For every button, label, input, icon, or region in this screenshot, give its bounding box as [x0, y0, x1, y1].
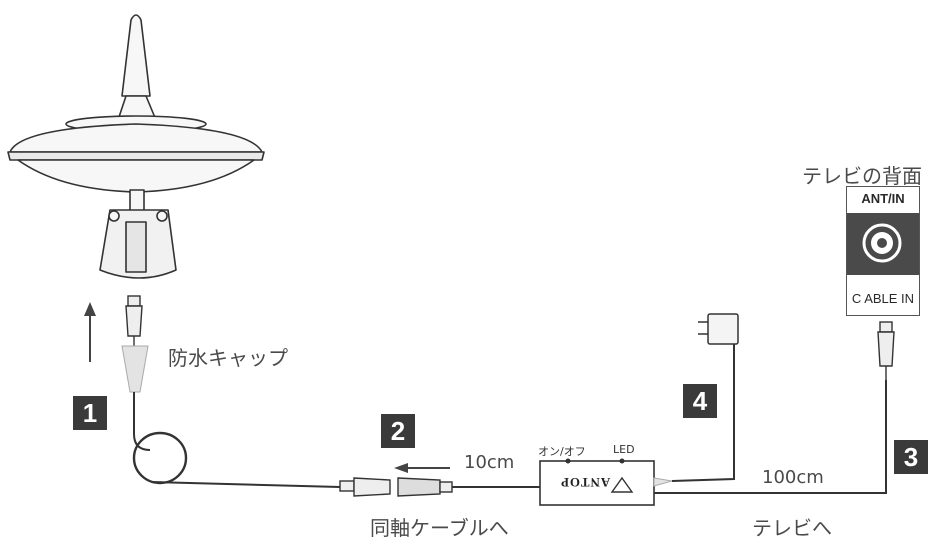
amplifier-box: [539, 458, 655, 506]
to-coax-label: 同軸ケーブルへ: [370, 516, 509, 540]
switch-label: オン/オフ: [538, 445, 586, 458]
left-arrow-icon: [394, 463, 450, 473]
f-connector-tv: [877, 321, 895, 380]
up-arrow-icon: [84, 302, 96, 362]
tv-cable: [654, 380, 887, 494]
power-adapter-icon: [698, 313, 739, 345]
step-1-badge: 1: [73, 396, 107, 430]
power-cable: [653, 340, 735, 487]
waterproof-cap-label: 防水キャップ: [168, 346, 288, 370]
length-10cm-label: 10cm: [464, 452, 515, 473]
brand-logo: ANTOP: [560, 475, 611, 490]
antenna-unit: [7, 14, 265, 279]
step-4-badge: 4: [683, 384, 717, 418]
inline-connectors: [339, 477, 453, 497]
f-connector-top: [125, 295, 143, 346]
step-3-badge: 3: [894, 440, 928, 474]
length-100cm-label: 100cm: [762, 467, 824, 488]
coax-cable: [132, 392, 341, 488]
waterproof-cap: [121, 345, 149, 393]
led-label: LED: [613, 443, 635, 456]
to-tv-label: テレビへ: [752, 516, 832, 540]
cable-in-label: C ABLE IN: [851, 291, 915, 306]
tv-back-label: テレビの背面: [802, 164, 922, 188]
ant-in-label: ANT/IN: [861, 191, 905, 206]
step-2-badge: 2: [381, 414, 415, 448]
